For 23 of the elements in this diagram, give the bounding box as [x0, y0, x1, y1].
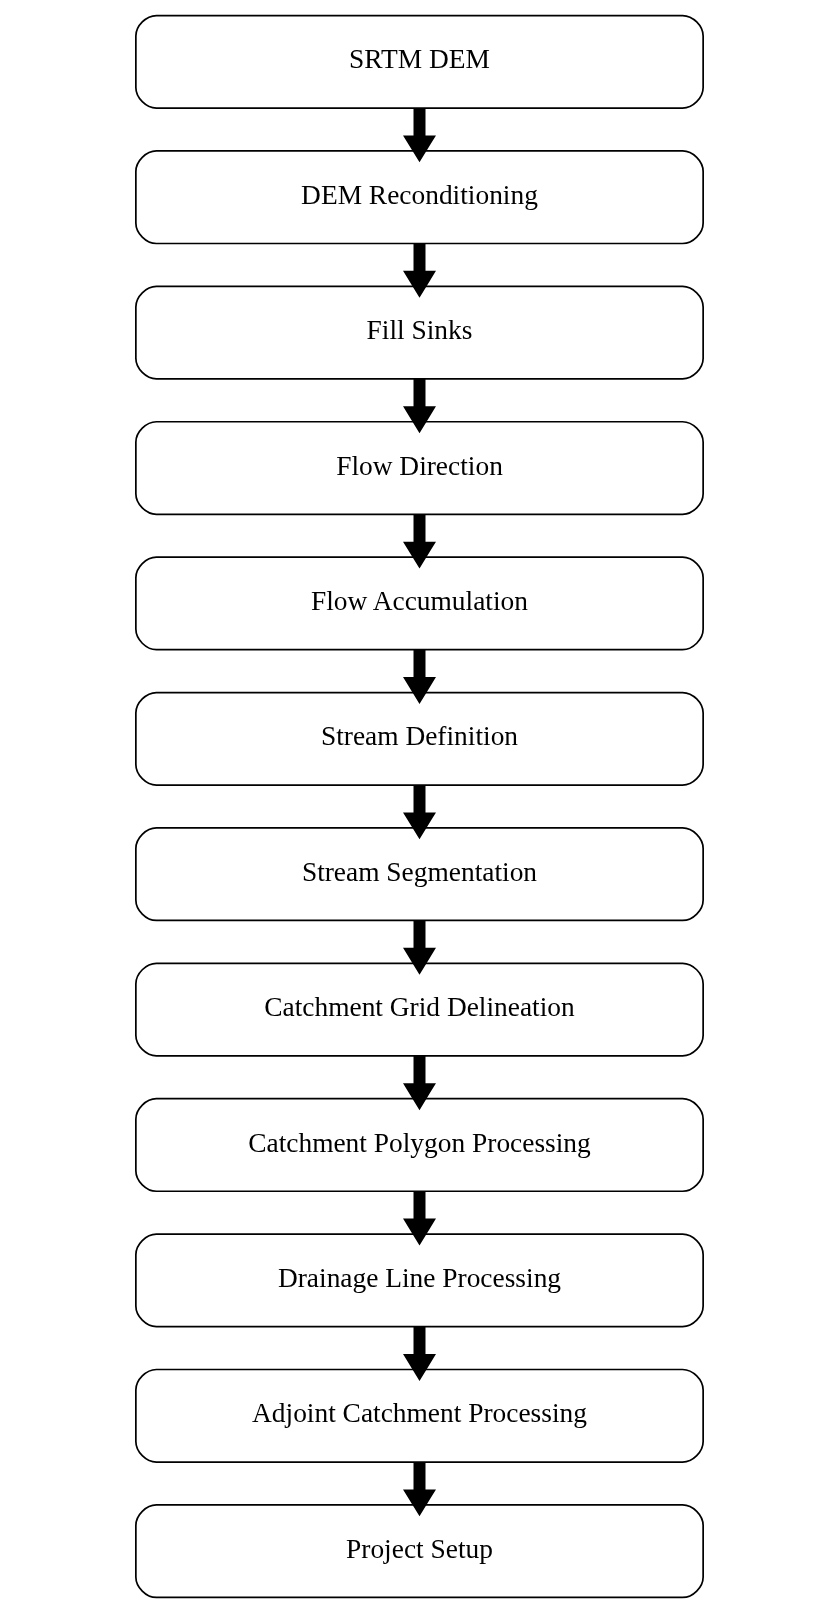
node-box: Catchment Grid Delineation — [135, 962, 704, 1057]
node-box: DEM Reconditioning — [135, 150, 704, 245]
node-box: Drainage Line Processing — [135, 1233, 704, 1328]
node-box: Stream Segmentation — [135, 827, 704, 922]
arrow — [403, 243, 436, 298]
node-box: Adjoint Catchment Processing — [135, 1368, 704, 1463]
node-box: Fill Sinks — [135, 285, 704, 380]
arrow — [403, 514, 436, 569]
arrow — [403, 1056, 436, 1111]
arrow — [403, 1191, 436, 1246]
node-box: Project Setup — [135, 1504, 704, 1599]
arrow — [403, 649, 436, 704]
node-box: Flow Accumulation — [135, 556, 704, 651]
node-box: Catchment Polygon Processing — [135, 1097, 704, 1193]
node-box: SRTM DEM — [135, 14, 704, 109]
arrow — [403, 920, 436, 975]
arrow — [403, 1326, 436, 1381]
arrow — [403, 108, 436, 163]
node-box: Flow Direction — [135, 420, 704, 516]
node-box: Stream Definition — [135, 691, 704, 786]
arrow — [403, 379, 436, 434]
arrow — [403, 785, 436, 840]
arrow — [403, 1462, 436, 1517]
